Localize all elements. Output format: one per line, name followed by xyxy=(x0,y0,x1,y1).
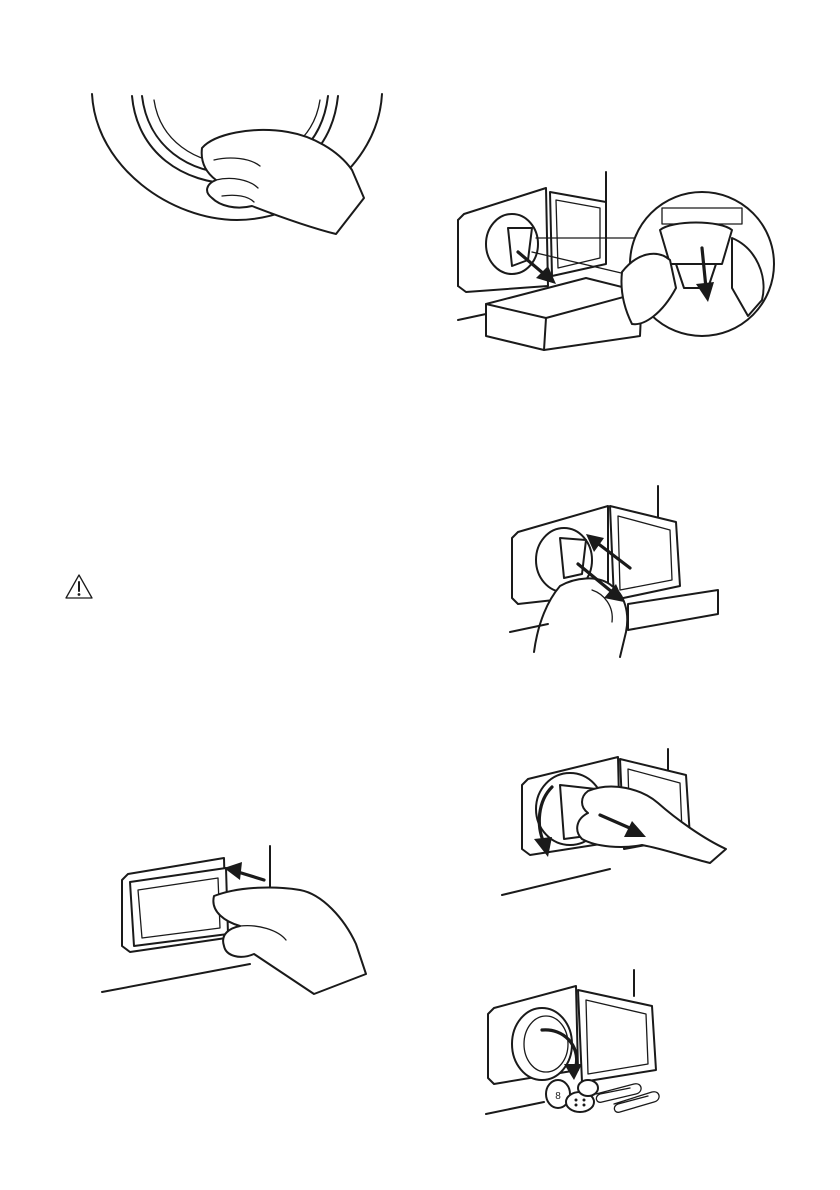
filter-reinsert-icon xyxy=(508,482,726,657)
filter-remove-icon xyxy=(456,168,774,353)
door-seal-illustration xyxy=(82,88,392,238)
filter-unscrew-illustration xyxy=(500,745,730,897)
debris-removal-illustration: 8 xyxy=(484,966,670,1116)
filter-reinsert-illustration xyxy=(508,482,726,657)
warning-symbol xyxy=(64,573,94,601)
svg-text:8: 8 xyxy=(555,1091,561,1102)
filter-removal-illustration xyxy=(456,168,774,353)
warning-triangle-icon xyxy=(64,573,94,601)
flap-close-icon xyxy=(100,842,372,997)
flap-close-illustration xyxy=(100,842,372,997)
debris-remove-icon: 8 xyxy=(484,966,670,1116)
door-seal-clean-icon xyxy=(82,88,392,238)
filter-unscrew-icon xyxy=(500,745,730,897)
